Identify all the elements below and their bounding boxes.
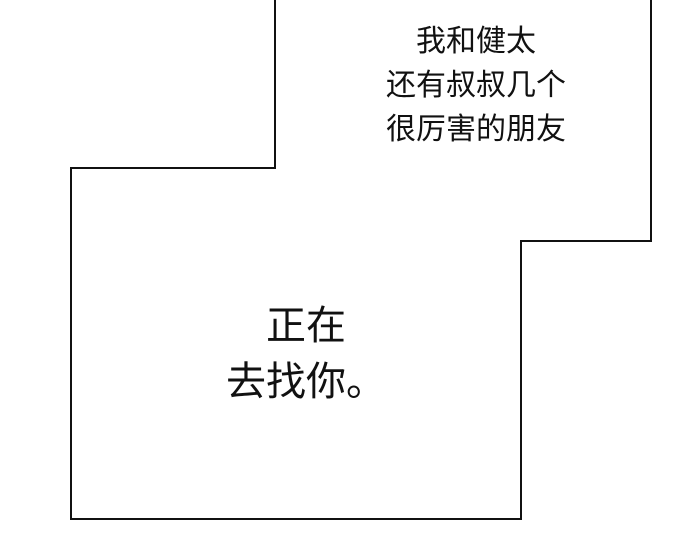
panel-outline	[70, 0, 652, 520]
caption-line: 很厉害的朋友	[386, 112, 566, 147]
caption-line: 还有叔叔几个	[386, 68, 566, 103]
caption-line: 我和健太	[416, 24, 536, 59]
caption-center: 正在 去找你。	[186, 298, 426, 410]
caption-line: 去找你。	[226, 359, 386, 405]
caption-top: 我和健太 还有叔叔几个 很厉害的朋友	[336, 20, 616, 152]
caption-line: 正在	[266, 303, 346, 349]
